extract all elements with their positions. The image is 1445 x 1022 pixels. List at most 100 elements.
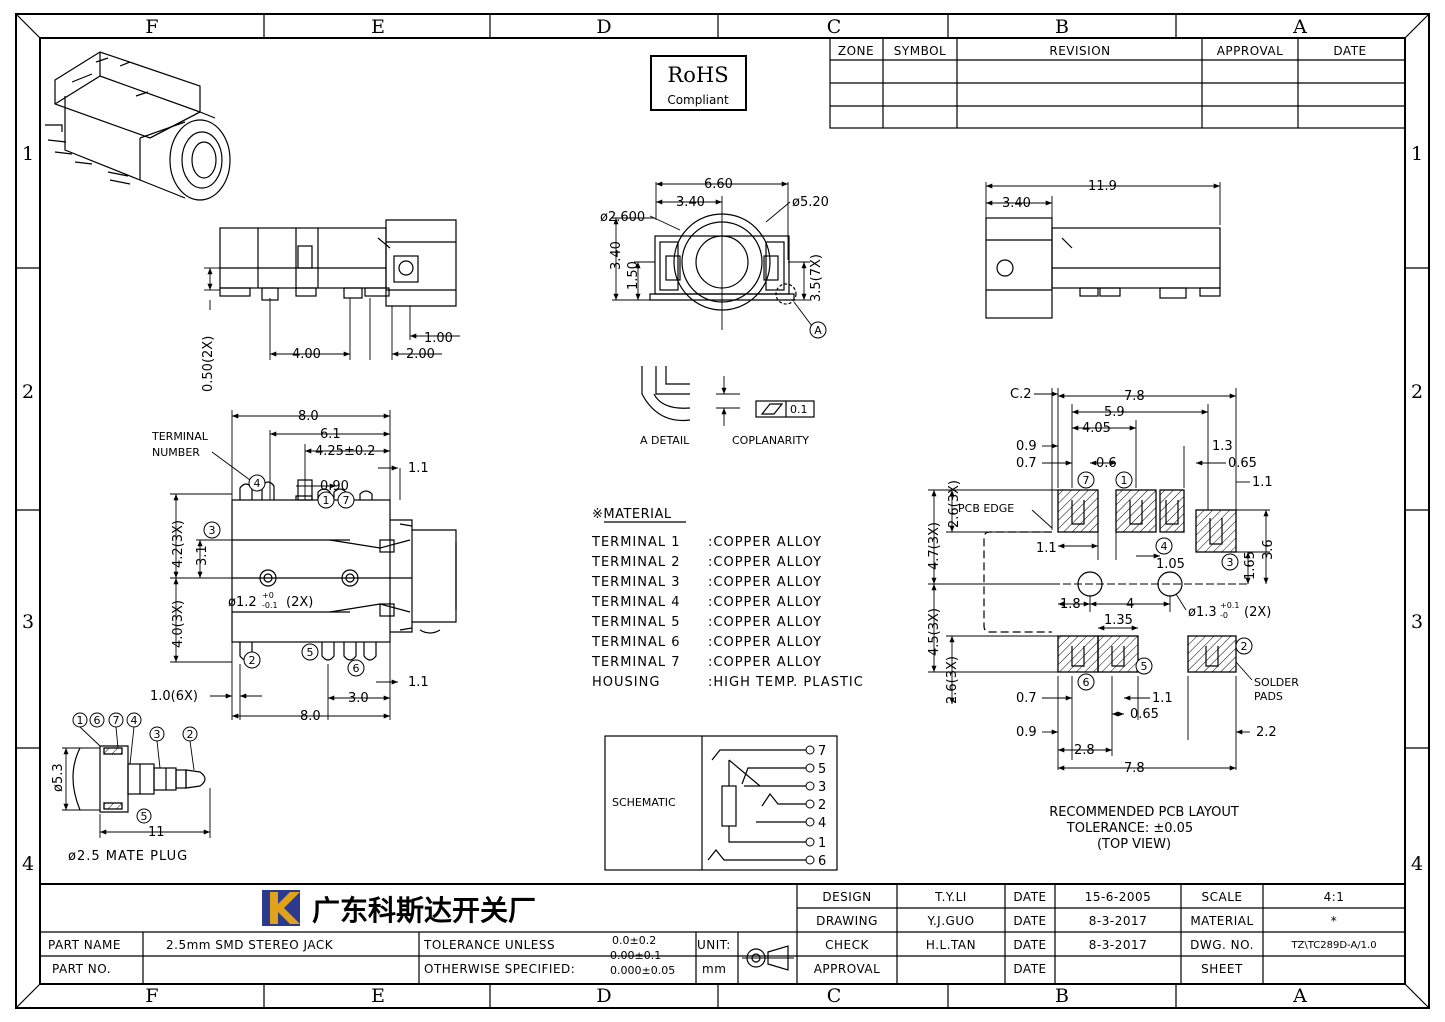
drawing-name: Y.J.GUO [926, 914, 974, 928]
tolerance-label-1: TOLERANCE UNLESS [423, 938, 555, 952]
zone-f-top: F [145, 16, 158, 38]
pcb-dim-18: 1.8 [1060, 597, 1081, 612]
dim-top-80: 8.0 [298, 409, 319, 424]
pcb-callout-5: 5 [1141, 660, 1148, 673]
plug-callout-7: 7 [113, 714, 120, 727]
check-name: H.L.TAN [926, 938, 976, 952]
pcb-dim-36: 3.6 [1261, 539, 1276, 560]
material-value-4: :COPPER ALLOY [708, 595, 822, 610]
schematic-pin-6: 6 [818, 854, 826, 869]
pcb-dim-07b: 0.7 [1016, 691, 1037, 706]
material-value-3: :COPPER ALLOY [708, 575, 822, 590]
rohs-stamp: RoHS Compliant [650, 55, 747, 111]
design-name: T.Y.LI [934, 890, 967, 904]
dim-front-dia520: ø5.20 [792, 195, 829, 210]
pcb-dim-405: 4.05 [1082, 421, 1111, 436]
design-date-label: DATE [1013, 890, 1046, 904]
pcb-dim-065b: 0.65 [1130, 707, 1159, 722]
zone-b-bottom: B [1055, 985, 1069, 1007]
dim-top-61: 6.1 [320, 427, 341, 442]
company-name: 广东科斯达开关厂 [312, 894, 536, 927]
material-value: * [1331, 914, 1338, 928]
tolerance-1: 0.0±0.2 [612, 934, 656, 947]
dim-front-35: 3.5(7X) [809, 254, 824, 302]
schematic-pin-5: 5 [818, 762, 826, 777]
coplanarity-value: 0.1 [790, 403, 808, 416]
pcb-dim-07: 0.7 [1016, 456, 1037, 471]
pcb-dim-47: 4.7(3X) [927, 522, 942, 570]
zone-d-top: D [596, 16, 611, 38]
mate-plug-view: 1 6 7 4 3 2 5 ø5.3 11 ø2.5 MATE PLUG [51, 712, 211, 864]
ref-a-callout: A [814, 324, 822, 337]
pcb-dim-59: 5.9 [1104, 405, 1125, 420]
schematic: SCHEMATIC 7 5 3 2 4 1 6 [604, 735, 838, 871]
drawing-date-label: DATE [1013, 914, 1046, 928]
part-no-label: PART NO. [52, 962, 111, 976]
zone-b-top: B [1055, 16, 1069, 38]
pcb-dim-dia13-tol-bot: -0 [1220, 611, 1228, 620]
pcb-dim-28: 2.8 [1074, 743, 1095, 758]
material-part-7: TERMINAL 7 [591, 655, 681, 670]
design-label: DESIGN [822, 890, 871, 904]
pcb-dim-26b: 2.6(3X) [945, 656, 960, 704]
plug-dim-11: 11 [148, 825, 165, 840]
unit-value: mm [702, 962, 726, 976]
dim-top-40: 4.0(3X) [171, 600, 186, 648]
rev-header-zone: ZONE [838, 44, 874, 58]
material-part-housing: HOUSING [592, 675, 660, 690]
pcb-callout-3: 3 [1227, 556, 1234, 569]
dim-top-dia12-tol-bot: -0.1 [262, 601, 278, 610]
zone-4-right: 4 [1411, 853, 1423, 875]
material-part-4: TERMINAL 4 [591, 595, 681, 610]
dwg-no-label: DWG. NO. [1190, 938, 1254, 952]
plug-callout-3: 3 [154, 728, 161, 741]
callout-top-1: 1 [323, 494, 330, 507]
pcb-callout-7: 7 [1083, 474, 1090, 487]
scale-label: SCALE [1202, 890, 1243, 904]
side-view: 0.50(2X) 4.00 2.00 1.00 [201, 219, 460, 392]
pcb-dim-165: 1.65 [1243, 551, 1258, 580]
front-view: 6.60 3.40 ø2.600 ø5.20 3.40 1.50 3.5(7X)… [600, 177, 829, 339]
tolerance-2: 0.00±0.1 [610, 949, 661, 962]
plug-label: ø2.5 MATE PLUG [68, 849, 188, 864]
schematic-pin-3: 3 [818, 780, 826, 795]
unit-label: UNIT: [697, 938, 731, 952]
pads-label: PADS [1254, 690, 1283, 703]
material-part-3: TERMINAL 3 [591, 575, 681, 590]
dim-top-42: 4.2(3X) [171, 520, 186, 568]
check-date-label: DATE [1013, 938, 1046, 952]
top-view: TERMINAL NUMBER 8.0 6.1 4.25±0.2 0.90 1.… [150, 409, 457, 724]
rev-header-date: DATE [1333, 44, 1366, 58]
projection-symbol-icon [742, 945, 794, 971]
pcb-dim-065: 0.65 [1228, 456, 1257, 471]
tolerance-label-2: OTHERWISE SPECIFIED: [424, 962, 575, 976]
isometric-view [45, 51, 231, 201]
number-label: NUMBER [152, 446, 200, 459]
sheet-label: SHEET [1201, 962, 1243, 976]
pcb-caption-1: RECOMMENDED PCB LAYOUT [1049, 805, 1239, 820]
plug-callout-5: 5 [141, 810, 148, 823]
zone-a-bottom: A [1292, 985, 1307, 1007]
pcb-dim-135: 1.35 [1104, 613, 1133, 628]
pcb-dim-dia13-tol-top: +0.1 [1220, 601, 1239, 610]
pcb-dim-06: 0.6 [1096, 456, 1117, 471]
dim-top-11b: 1.1 [408, 675, 429, 690]
pcb-dim-dia13-count: (2X) [1244, 605, 1271, 620]
part-name-value: 2.5mm SMD STEREO JACK [166, 938, 334, 952]
plug-dim-53: ø5.3 [51, 763, 66, 792]
revision-table: ZONE SYMBOL REVISION APPROVAL DATE [829, 37, 1406, 129]
dim-front-dia260: ø2.600 [600, 210, 645, 225]
zone-1-left: 1 [22, 143, 34, 165]
zone-c-top: C [827, 16, 842, 38]
zone-1-right: 1 [1411, 143, 1423, 165]
pcb-dim-13: 1.3 [1212, 439, 1233, 454]
material-value-2: :COPPER ALLOY [708, 555, 822, 570]
pcb-dim-22: 2.2 [1256, 725, 1277, 740]
dim-side-050: 0.50(2X) [201, 336, 216, 392]
dim-side-200: 2.00 [406, 347, 435, 362]
pcb-dim-78b: 7.8 [1124, 761, 1145, 776]
material-part-5: TERMINAL 5 [591, 615, 681, 630]
check-date: 8-3-2017 [1089, 938, 1147, 952]
material-value-6: :COPPER ALLOY [708, 635, 822, 650]
company-logo [262, 890, 300, 926]
